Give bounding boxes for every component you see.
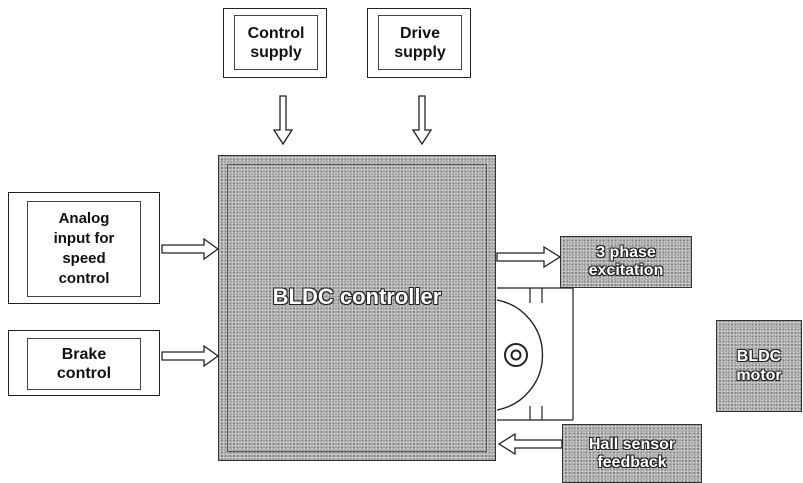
analog-input-line3: speed: [62, 250, 106, 267]
control-supply-line2: supply: [250, 43, 302, 61]
bldc-motor-line1: BLDC: [736, 348, 782, 365]
control-supply-label: Control supply: [234, 15, 318, 70]
drive-supply-box: Drive supply: [367, 8, 471, 78]
control-supply-line1: Control: [247, 24, 305, 42]
analog-input-line1: Analog: [58, 210, 110, 227]
hall-sensor-feedback-box: Hall sensor feedback: [562, 424, 702, 483]
analog-input-line2: input for: [53, 230, 115, 247]
motor-drawing: [497, 287, 574, 421]
three-phase-line2: excitation: [588, 262, 664, 279]
analog-input-box: Analog input for speed control: [8, 192, 160, 304]
analog-input-line4: control: [58, 270, 110, 287]
drive-supply-line2: supply: [394, 43, 446, 61]
bldc-controller-label: BLDC controller: [272, 284, 442, 309]
three-phase-arrow: [496, 245, 562, 269]
brake-control-label: Brake control: [27, 338, 141, 390]
hall-sensor-arrow: [497, 432, 563, 456]
motor-shaft-inner-ring: [510, 349, 522, 361]
hall-sensor-line1: Hall sensor: [588, 435, 676, 453]
bldc-controller-inner-frame: [227, 164, 487, 452]
three-phase-excitation-box: 3 phase excitation: [560, 236, 692, 288]
motor-rotor-icon: [496, 299, 544, 411]
control-supply-arrow: [272, 95, 294, 146]
motor-rotor-face: [497, 300, 543, 410]
hall-sensor-line2: feedback: [597, 453, 667, 471]
analog-input-arrow: [161, 237, 220, 261]
bldc-motor-line2: motor: [736, 367, 782, 384]
brake-control-box: Brake control: [8, 330, 160, 396]
drive-supply-line1: Drive: [399, 24, 441, 42]
bldc-controller-box: BLDC controller: [218, 155, 496, 461]
brake-control-line2: control: [56, 365, 112, 382]
three-phase-line1: 3 phase: [596, 244, 656, 261]
bldc-motor-box: BLDC motor: [716, 320, 802, 412]
control-supply-box: Control supply: [223, 8, 327, 78]
brake-control-line1: Brake: [61, 346, 107, 363]
motor-shaft-outer-ring: [504, 343, 528, 367]
drive-supply-label: Drive supply: [378, 15, 462, 70]
analog-input-label: Analog input for speed control: [27, 201, 141, 297]
brake-control-arrow: [161, 344, 220, 368]
drive-supply-arrow: [411, 95, 433, 146]
